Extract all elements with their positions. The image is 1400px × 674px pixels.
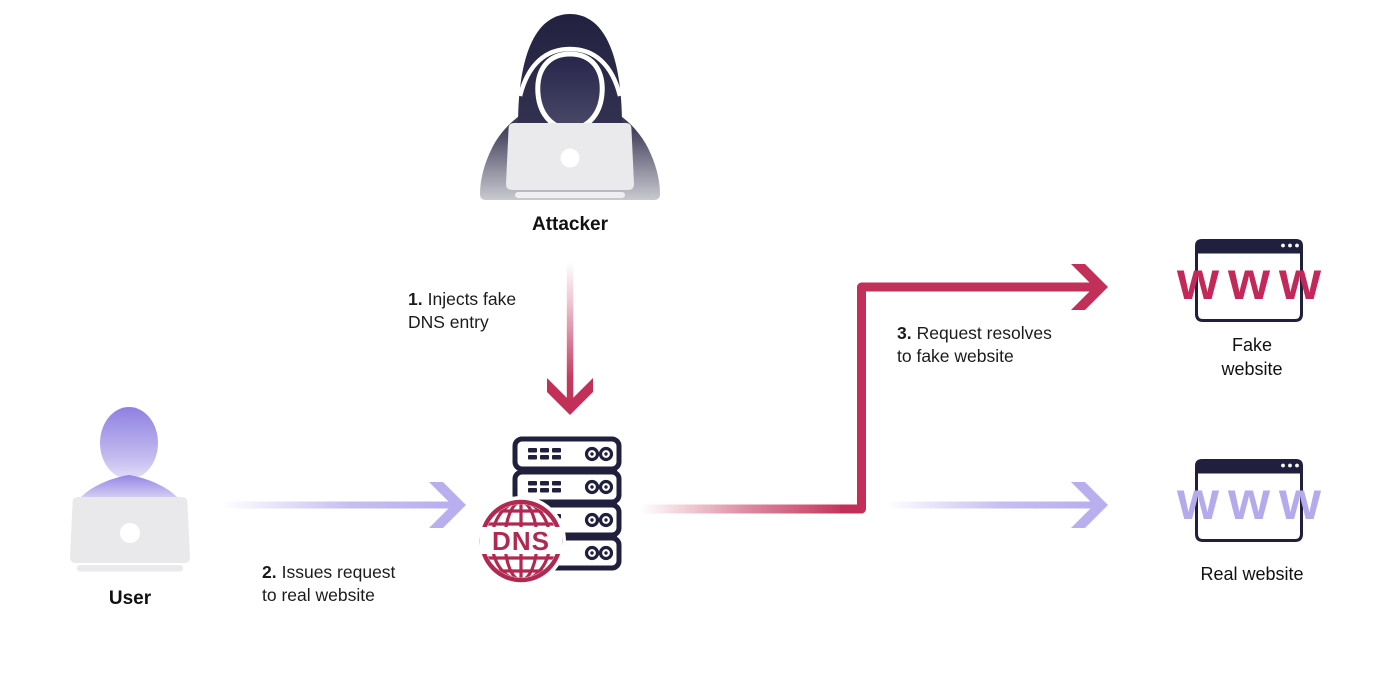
attacker-label: Attacker — [531, 214, 609, 235]
step-2-number: 2. — [262, 562, 277, 582]
arrow-dns-to-fake-website — [640, 264, 1108, 514]
step-1-text: Injects fake — [427, 289, 517, 309]
real-website-icon — [1195, 459, 1303, 542]
arrow-user-to-dns — [222, 482, 466, 528]
step-1-number: 1. — [408, 289, 423, 309]
fake-website-label-line1: Fake — [1231, 335, 1273, 355]
www-text-real: www — [1177, 471, 1331, 531]
step-3-label: 3.Request resolves to fake website — [897, 322, 1052, 368]
browser-dots — [1281, 463, 1299, 468]
attacker-hood — [517, 14, 623, 137]
step-3-line-2: to fake website — [897, 346, 1014, 366]
arrow-attacker-to-dns — [547, 262, 593, 415]
arrow-dns-to-real-website — [885, 482, 1108, 528]
step-2-label: 2.Issues request to real website — [262, 561, 395, 607]
laptop-logo-dot — [120, 523, 140, 543]
browser-bar — [1195, 239, 1303, 252]
step-1-label: 1.Injects fake DNS entry — [408, 288, 516, 334]
user-laptop — [70, 497, 190, 572]
laptop-logo-dot — [560, 148, 580, 168]
dns-badge: DNS — [492, 526, 550, 556]
user-icon — [70, 407, 190, 572]
attacker-laptop — [506, 123, 634, 198]
step-1-line-1: 1.Injects fake — [408, 288, 516, 311]
fake-website-icon — [1195, 239, 1303, 322]
step-3-number: 3. — [897, 323, 912, 343]
browser-bar — [1195, 459, 1303, 472]
step-2-line-1: 2.Issues request — [262, 561, 395, 584]
browser-body — [1195, 470, 1303, 542]
laptop-base — [515, 192, 625, 198]
laptop-base — [77, 565, 183, 572]
dns-badge-band — [480, 527, 562, 554]
user-head — [100, 407, 158, 479]
step-1-line-2: DNS entry — [408, 312, 489, 332]
real-website-label: Real website — [1200, 564, 1304, 584]
user-label: User — [108, 588, 152, 609]
step-2-text: Issues request — [281, 562, 396, 582]
hood-brim — [517, 46, 623, 97]
step-3-text: Request resolves — [916, 323, 1052, 343]
attacker-icon — [480, 14, 660, 200]
dns-server-icon: DNS — [476, 436, 622, 585]
browser-body — [1195, 250, 1303, 322]
attacker-face — [535, 51, 605, 132]
user-shoulders — [77, 475, 181, 501]
step-3-line-1: 3.Request resolves — [897, 322, 1052, 345]
dns-globe-icon: DNS — [476, 496, 566, 585]
step-2-line-2: to real website — [262, 585, 375, 605]
www-text-fake: www — [1177, 251, 1331, 311]
browser-dots — [1281, 243, 1299, 248]
fake-website-label-line2: website — [1221, 359, 1283, 379]
fake-website-label: Fake website — [1187, 333, 1317, 381]
